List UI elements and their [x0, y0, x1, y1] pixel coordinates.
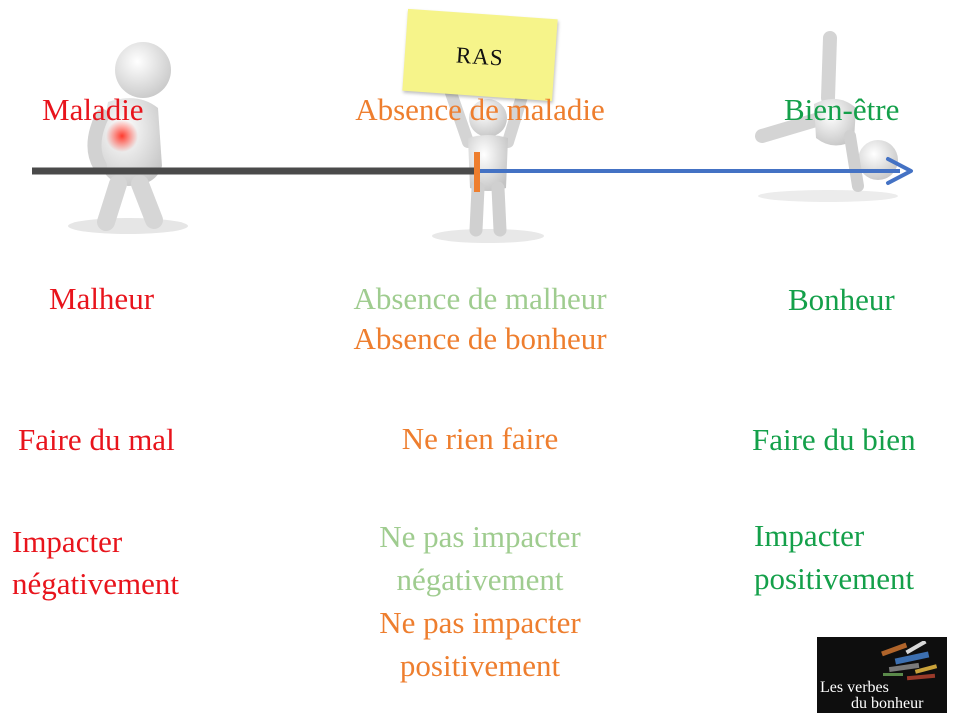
label-faire-du-bien: Faire du bien — [752, 422, 916, 457]
label-impacter-positif-2: positivement — [754, 561, 915, 596]
zero-marker — [474, 152, 480, 192]
label-impacter-negatif-2: négativement — [12, 566, 179, 601]
wellbeing-axis — [32, 152, 913, 192]
label-maladie: Maladie — [42, 92, 144, 127]
label-ne-pas-impacter-neg-1: Ne pas impacter — [379, 519, 581, 554]
arrow-right-icon — [886, 157, 913, 185]
label-ne-pas-impacter-pos-1: Ne pas impacter — [379, 605, 581, 640]
label-absence-de-bonheur: Absence de bonheur — [353, 321, 607, 356]
label-malheur: Malheur — [49, 281, 155, 316]
label-absence-de-maladie: Absence de maladie — [355, 92, 605, 127]
logo-line-1: Les verbes — [820, 679, 889, 696]
label-impacter-negatif-1: Impacter — [12, 524, 123, 559]
label-ne-pas-impacter-pos-2: positivement — [399, 648, 561, 683]
ras-sign: RAS — [402, 8, 558, 102]
les-verbes-du-bonheur-logo: Les verbes du bonheur — [817, 637, 947, 713]
label-faire-du-mal: Faire du mal — [18, 422, 175, 457]
label-ne-pas-impacter-neg-2: négativement — [396, 562, 564, 597]
logo-line-2: du bonheur — [851, 695, 924, 712]
sick-figure-illustration — [68, 42, 188, 234]
label-absence-de-malheur: Absence de malheur — [353, 281, 607, 316]
label-bien-etre: Bien-être — [784, 92, 900, 127]
word-cloud-icon — [881, 641, 938, 681]
sign-label: RAS — [455, 42, 505, 71]
label-impacter-positif-1: Impacter — [754, 518, 865, 553]
label-bonheur: Bonheur — [788, 282, 895, 317]
label-ne-rien-faire: Ne rien faire — [401, 421, 559, 456]
